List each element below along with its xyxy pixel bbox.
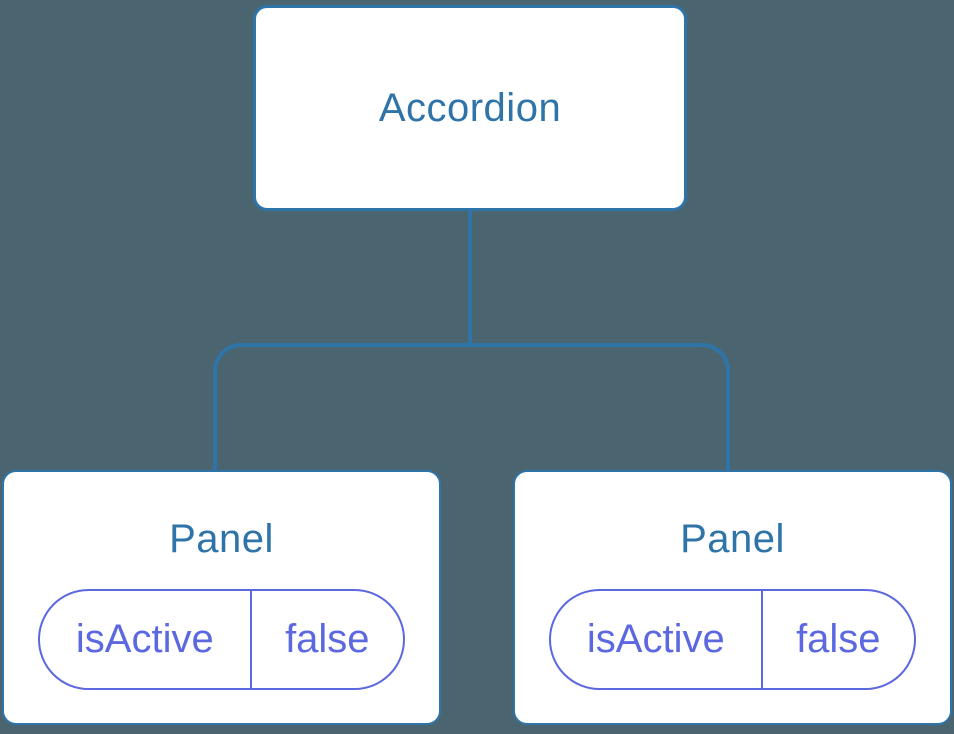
accordion-node: Accordion — [253, 5, 687, 211]
state-value: false — [796, 617, 881, 661]
state-key: isActive — [40, 591, 252, 688]
state-pill: isActive false — [549, 589, 916, 690]
panel-node-left: Panel isActive false — [2, 470, 441, 725]
panel-node-label: Panel — [680, 517, 785, 561]
state-pill: isActive false — [38, 589, 405, 690]
panel-node-label: Panel — [169, 517, 274, 561]
state-key: isActive — [551, 591, 763, 688]
state-value: false — [285, 617, 370, 661]
panel-node-right: Panel isActive false — [513, 470, 952, 725]
accordion-node-label: Accordion — [378, 85, 562, 130]
connector-bracket-line — [213, 343, 730, 470]
connector-stem-line — [468, 209, 472, 347]
